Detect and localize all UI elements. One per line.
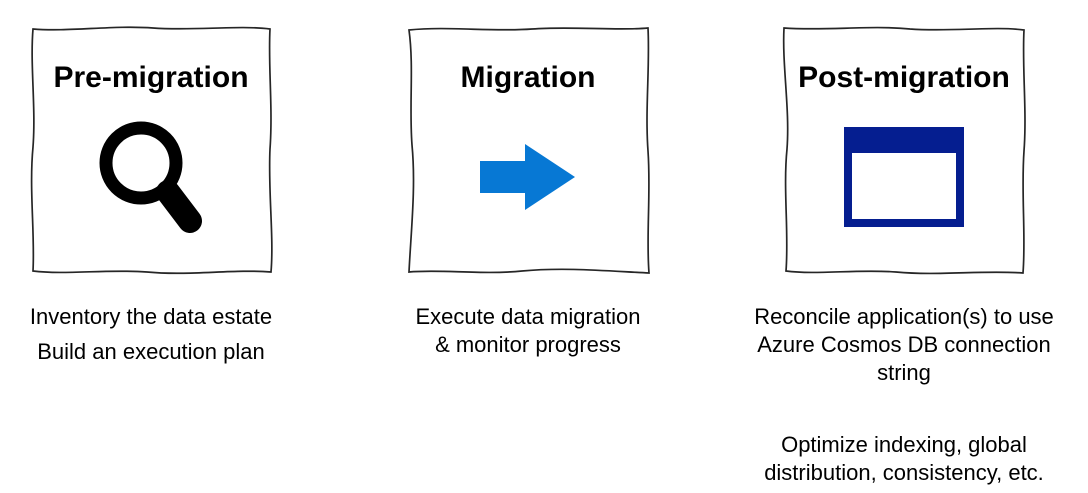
stage-post-migration: Post-migration Reconcile application(s) … (754, 0, 1054, 487)
stage-caption: Inventory the data estate Build an execu… (30, 303, 272, 366)
stage-icon-area (398, 96, 658, 281)
migration-box: Migration (398, 21, 658, 280)
caption-line: distribution, consistency, etc. (764, 460, 1044, 485)
caption-line: Build an execution plan (37, 339, 265, 364)
caption-line: string (877, 360, 931, 385)
stage-caption: Execute data migration & monitor progres… (415, 303, 640, 359)
post-migration-box: Post-migration (774, 21, 1034, 280)
sketchy-box-border (30, 26, 273, 275)
caption-paragraph: Execute data migration & monitor progres… (415, 303, 640, 359)
stage-title: Migration (460, 61, 596, 94)
caption-paragraph: Build an execution plan (30, 338, 272, 366)
stage-caption: Reconcile application(s) to use Azure Co… (754, 303, 1054, 487)
stage-title: Pre-migration (53, 61, 249, 94)
caption-line: Inventory the data estate (29, 304, 273, 329)
stage-title: Post-migration (798, 61, 1010, 94)
stage-pre-migration: Pre-migration Inventory the data estate … (1, 0, 301, 366)
arrow-right-icon (480, 143, 575, 210)
caption-paragraph: Reconcile application(s) to use Azure Co… (754, 303, 1054, 387)
magnifier-icon (99, 121, 202, 233)
stage-icon-area (774, 96, 1034, 281)
browser-window-icon (844, 126, 964, 227)
caption-line: Azure Cosmos DB connection (757, 332, 1051, 357)
caption-line: & monitor progress (435, 332, 621, 357)
stage-icon-area (21, 96, 281, 281)
caption-paragraph: Inventory the data estate (30, 303, 272, 331)
caption-line: Execute data migration (415, 304, 641, 329)
caption-paragraph: Optimize indexing, global distribution, … (754, 431, 1054, 487)
pre-migration-box: Pre-migration (21, 21, 281, 280)
caption-line: Reconcile application(s) to use (754, 304, 1054, 329)
stage-migration: Migration Execute data migration & monit… (378, 0, 678, 359)
caption-line: Optimize indexing, global (781, 432, 1027, 457)
